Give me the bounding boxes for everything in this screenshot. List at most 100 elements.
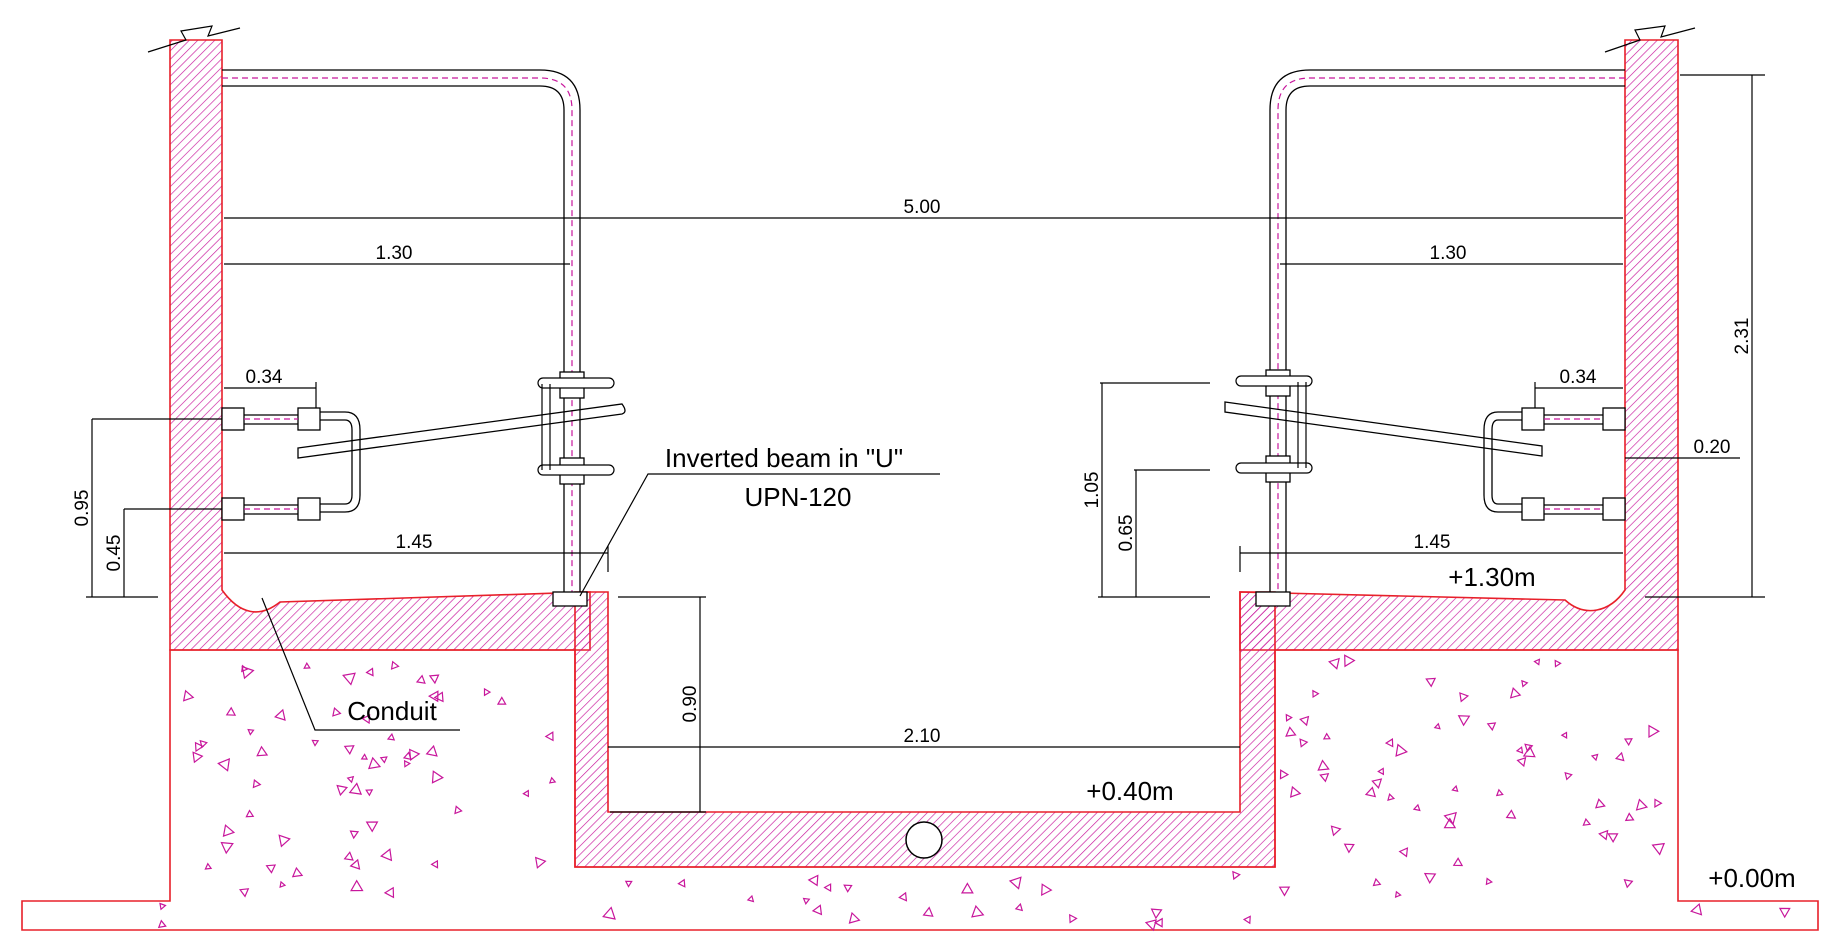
aggregate-particle — [350, 879, 364, 892]
aggregate-particle — [624, 880, 633, 888]
aggregate-particle — [1364, 786, 1377, 798]
aggregate-particle — [1144, 919, 1157, 932]
dim-wall-thickness: 0.20 — [1694, 437, 1731, 458]
aggregate-fill — [157, 654, 1791, 932]
left-bracket-anchor-top-1 — [221, 407, 245, 431]
dim-right-base: 1.45 — [1414, 532, 1451, 553]
aggregate-particle — [1317, 759, 1330, 771]
left-bracket-anchor-bot-1 — [221, 497, 245, 521]
aggregate-particle — [252, 778, 262, 789]
beam-spec-label: UPN-120 — [745, 482, 852, 512]
aggregate-particle — [427, 690, 439, 703]
drain-pipe — [905, 821, 943, 859]
left-bracket-anchor-top-2 — [297, 407, 321, 431]
aggregate-particle — [1594, 798, 1606, 809]
aggregate-particle — [454, 805, 463, 815]
aggregate-particle — [1524, 743, 1534, 753]
dim-right-upper-height: 1.05 — [1082, 472, 1103, 509]
aggregate-particle — [1778, 907, 1791, 919]
aggregate-particle — [380, 848, 393, 862]
aggregate-particle — [1654, 798, 1663, 808]
aggregate-particle — [241, 664, 249, 673]
break-marks — [147, 25, 1696, 53]
aggregate-particle — [1242, 915, 1251, 925]
left-handrail — [221, 69, 626, 607]
aggregate-particle — [602, 906, 616, 920]
right-bracket-anchor-bot-2 — [1521, 497, 1545, 521]
aggregate-particle — [390, 660, 400, 670]
aggregate-particle — [430, 859, 439, 869]
aggregate-particle — [265, 864, 277, 874]
aggregate-particle — [1457, 715, 1471, 727]
dim-wall-height: 2.31 — [1732, 318, 1753, 355]
aggregate-particle — [1515, 746, 1524, 754]
aggregate-particle — [159, 902, 167, 911]
ground-slab-outline — [21, 649, 1819, 931]
aggregate-particle — [1614, 751, 1625, 762]
dim-pit-depth: 0.90 — [680, 686, 701, 723]
aggregate-particle — [823, 883, 832, 893]
right-wall-and-slab — [1239, 39, 1679, 651]
aggregate-particle — [544, 731, 554, 742]
aggregate-particle — [1485, 877, 1493, 886]
aggregate-particle — [1150, 908, 1163, 920]
aggregate-particle — [1623, 879, 1634, 889]
aggregate-particle — [1285, 713, 1293, 722]
level-upper: +1.30m — [1448, 562, 1535, 592]
aggregate-particle — [1344, 654, 1356, 668]
aggregate-particle — [548, 776, 557, 784]
aggregate-particle — [1522, 745, 1536, 758]
level-pit: +0.40m — [1086, 776, 1173, 806]
aggregate-particle — [1322, 732, 1331, 740]
aggregate-particle — [898, 891, 908, 902]
aggregate-particle — [247, 728, 255, 736]
right-break-mark — [1604, 25, 1696, 53]
aggregate-particle — [1377, 767, 1385, 776]
aggregate-particle — [220, 841, 234, 855]
dim-pit-width: 2.10 — [904, 726, 941, 747]
aggregate-particle — [971, 904, 985, 918]
aggregate-particle — [802, 897, 811, 905]
aggregate-particle — [1278, 886, 1291, 897]
aggregate-particle — [199, 739, 208, 749]
aggregate-particle — [1371, 778, 1383, 789]
aggregate-particle — [346, 775, 355, 784]
aggregate-particle — [1651, 842, 1666, 856]
aggregate-particle — [848, 911, 861, 924]
aggregate-particle — [336, 784, 349, 797]
aggregate-particle — [746, 894, 755, 903]
aggregate-particle — [367, 756, 382, 770]
aggregate-particle — [1443, 817, 1457, 829]
aggregate-particle — [677, 878, 686, 888]
conduit-label: Conduit — [347, 696, 437, 726]
aggregate-particle — [1509, 687, 1522, 699]
aggregate-particle — [1343, 843, 1355, 854]
aggregate-particle — [1330, 825, 1342, 837]
aggregate-particle — [1582, 817, 1592, 826]
aggregate-particle — [1560, 731, 1568, 739]
level-ground: +0.00m — [1708, 863, 1795, 893]
aggregate-particle — [332, 706, 342, 717]
right-bracket-anchor-top-2 — [1521, 407, 1545, 431]
aggregate-particle — [1433, 722, 1441, 730]
aggregate-particle — [386, 732, 396, 741]
aggregate-particle — [348, 782, 363, 795]
aggregate-particle — [278, 834, 291, 848]
aggregate-particle — [365, 789, 374, 797]
aggregate-particle — [1623, 738, 1633, 747]
aggregate-particle — [1516, 756, 1527, 768]
aggregate-particle — [343, 851, 354, 861]
aggregate-particle — [409, 748, 421, 761]
right-bracket-anchor-bot-1 — [1602, 497, 1626, 521]
aggregate-particle — [1232, 870, 1241, 881]
aggregate-particle — [194, 741, 205, 753]
aggregate-particle — [1384, 738, 1394, 748]
dim-left-bracket: 0.34 — [246, 367, 283, 388]
aggregate-particle — [1279, 769, 1290, 780]
annotations: Inverted beam in "U" UPN-120 Conduit +1.… — [347, 443, 1796, 893]
aggregate-particle — [1590, 753, 1599, 762]
aggregate-particle — [1289, 785, 1302, 798]
aggregate-particle — [1372, 877, 1382, 887]
aggregate-particle — [217, 758, 231, 772]
